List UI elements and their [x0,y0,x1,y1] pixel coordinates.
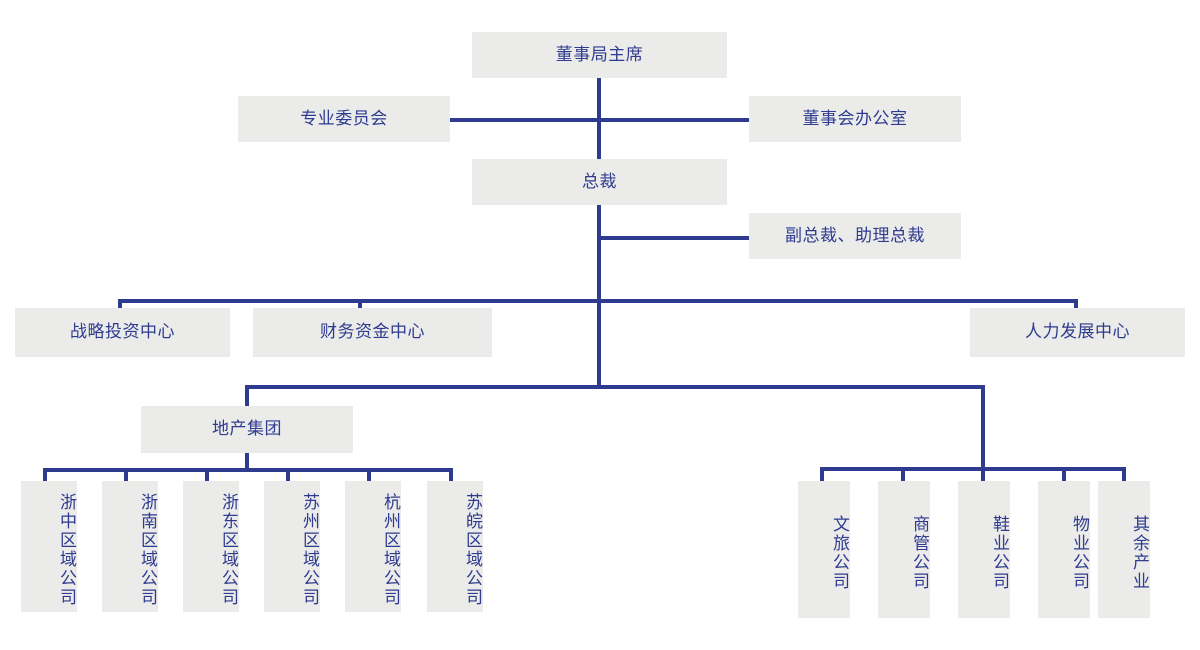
connector-drop-business-4 [1122,467,1126,481]
connector-drop-hr-center [1074,299,1078,311]
node-chairman[interactable]: 董事局主席 [472,32,727,78]
node-region-4[interactable]: 杭州区域公司 [345,481,401,612]
connector-drop-finance-center [358,299,362,311]
connector-drop-strategy-center [118,299,122,311]
node-business-4[interactable]: 其余产业 [1098,481,1150,618]
node-business-1[interactable]: 商管公司 [878,481,930,618]
node-region-1[interactable]: 浙南区域公司 [102,481,158,612]
connector-drop-business-2 [981,467,985,481]
connector-businesses-bar [820,467,1126,471]
connector-president-trunk [597,205,601,303]
connector-drop-business-3 [1062,467,1066,481]
node-business-0[interactable]: 文旅公司 [798,481,850,618]
connector-president-vicepresident [599,236,749,240]
node-finance-center[interactable]: 财务资金中心 [253,308,492,357]
node-region-5[interactable]: 苏皖区域公司 [427,481,483,612]
connector-drop-businesses [981,385,985,467]
connector-lower-bar [245,385,985,389]
node-board-office[interactable]: 董事会办公室 [749,96,961,142]
node-committee[interactable]: 专业委员会 [238,96,450,142]
connector-drop-business-1 [901,467,905,481]
connector-drop-realestate-group [245,385,249,407]
connector-drop-region-2 [205,468,209,482]
connector-drop-region-0 [43,468,47,482]
connector-trunk-lower [597,299,601,389]
node-region-0[interactable]: 浙中区域公司 [21,481,77,612]
connector-committee-boardoffice [449,118,751,122]
connector-regions-bar [43,468,453,472]
node-region-2[interactable]: 浙东区域公司 [183,481,239,612]
connector-drop-region-1 [124,468,128,482]
connector-realestate-to-regions [245,452,249,470]
node-region-3[interactable]: 苏州区域公司 [264,481,320,612]
node-hr-center[interactable]: 人力发展中心 [970,308,1185,357]
node-business-2[interactable]: 鞋业公司 [958,481,1010,618]
connector-drop-region-5 [449,468,453,482]
connector-drop-region-4 [367,468,371,482]
connector-drop-business-0 [820,467,824,481]
node-business-3[interactable]: 物业公司 [1038,481,1090,618]
node-president[interactable]: 总裁 [472,159,727,205]
node-real-estate-group[interactable]: 地产集团 [141,406,353,453]
node-strategy-center[interactable]: 战略投资中心 [15,308,230,357]
connector-drop-region-3 [286,468,290,482]
node-vice-president[interactable]: 副总裁、助理总裁 [749,213,961,259]
